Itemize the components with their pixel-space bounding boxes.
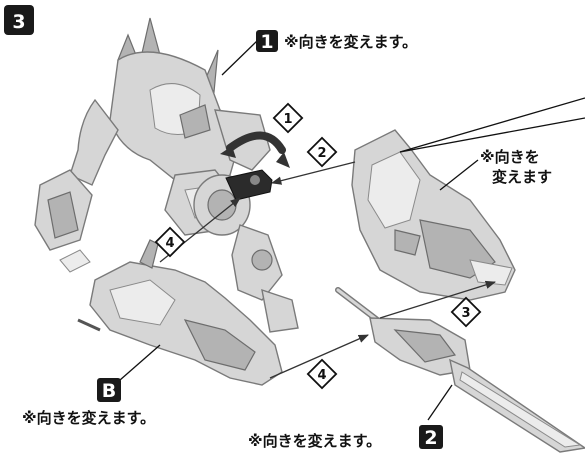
step-number-badge: 3 xyxy=(4,5,34,35)
part-b-badge-label: B xyxy=(102,380,116,402)
callout-part-b: B ※向きを変えます。 xyxy=(22,344,161,427)
part-1-badge-label: 1 xyxy=(260,31,273,53)
step-number-label: 3 xyxy=(12,11,25,33)
arrow-step-2 xyxy=(270,161,356,185)
arm-shell-note-line2: 変えます xyxy=(492,168,552,186)
arrow-step-3 xyxy=(379,280,496,319)
step-2-label: 2 xyxy=(317,146,326,161)
callout-part-2: ※向きを変えます。 2 xyxy=(248,384,453,450)
part-2-note: ※向きを変えます。 xyxy=(248,432,381,450)
arm-shell-note-line1: ※向きを xyxy=(480,148,540,166)
step-3-label: 3 xyxy=(461,306,470,321)
peg-connector xyxy=(225,169,273,201)
sword-part-2 xyxy=(335,287,585,453)
arm-shell-part xyxy=(351,129,516,301)
step-marker-3: 3 xyxy=(450,296,482,328)
step-4b-label: 4 xyxy=(317,368,326,383)
step-marker-4a: 4 xyxy=(154,226,186,258)
callout-part-1: 1 ※向きを変えます。 xyxy=(221,30,417,76)
part-b-note: ※向きを変えます。 xyxy=(22,409,155,427)
step-4a-label: 4 xyxy=(165,236,174,251)
robot-body-part xyxy=(34,17,299,333)
step-1-label: 1 xyxy=(283,112,292,127)
leg-shell-part-b xyxy=(77,239,283,386)
step-marker-4b: 4 xyxy=(306,358,338,390)
callout-arm-shell: ※向きを 変えます xyxy=(439,148,552,191)
part-1-note: ※向きを変えます。 xyxy=(284,33,417,51)
part-2-badge-label: 2 xyxy=(424,427,437,449)
step-marker-1: 1 xyxy=(272,102,304,134)
step-marker-2: 2 xyxy=(306,136,338,168)
arrow-step-4b xyxy=(269,334,369,379)
